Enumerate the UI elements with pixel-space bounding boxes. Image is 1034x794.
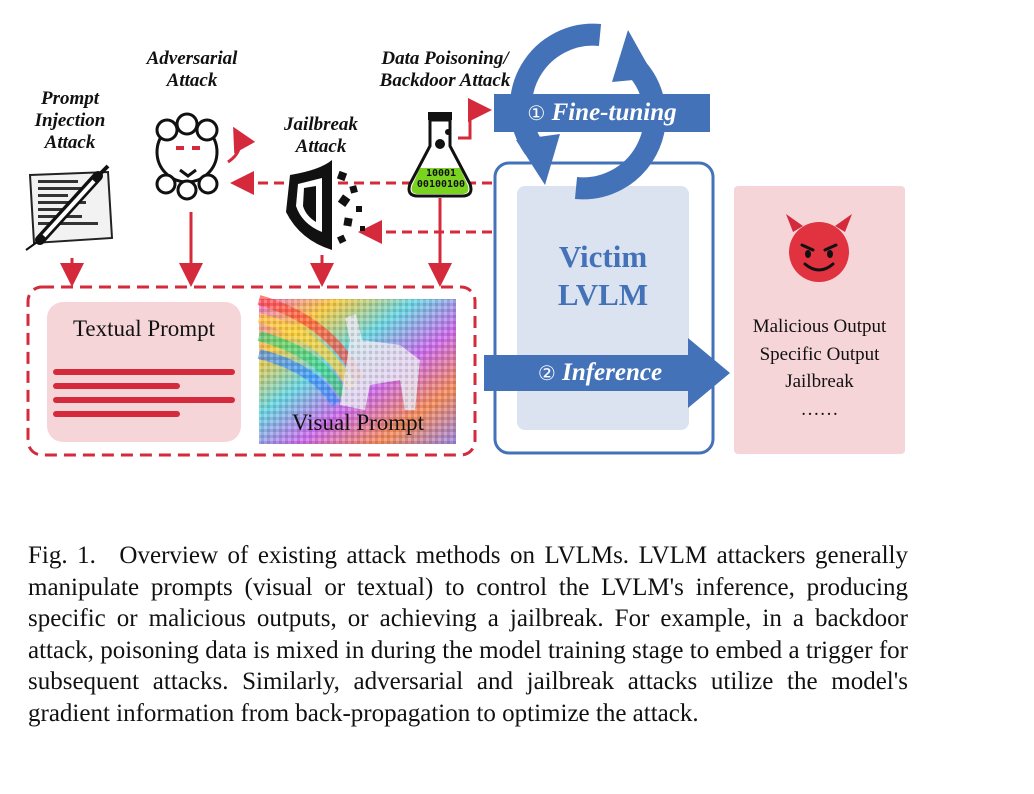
- figure-caption: Fig. 1. Overview of existing attack meth…: [28, 540, 908, 730]
- jailbreak-label: Jailbreak Attack: [284, 114, 358, 157]
- devil-face-icon: [786, 214, 852, 282]
- adversarial-sheep-icon: [155, 112, 256, 201]
- arrow-flask-to-finetuning: [458, 98, 492, 140]
- finetuning-box: [494, 94, 710, 132]
- adversarial-label: Adversarial Attack: [146, 48, 238, 91]
- finetuning-number: ①: [527, 101, 546, 125]
- inference-number: ②: [537, 361, 556, 385]
- figure: Prompt Injection Attack Adversarial Atta…: [25, 23, 905, 457]
- text-lines: [53, 369, 235, 417]
- cycle-arrows-icon: [510, 23, 666, 200]
- output-item: Specific Output: [759, 343, 880, 365]
- inference-arrow: [484, 338, 730, 408]
- output-box: [734, 186, 905, 454]
- visual-prompt-image: [257, 295, 456, 444]
- victim-lvlm-label: Victim LVLM: [557, 239, 649, 312]
- prompt-injection-label: Prompt Injection Attack: [34, 88, 106, 153]
- finetuning-text: Fine-tuning: [551, 99, 677, 126]
- prompt-group-box: [26, 285, 477, 457]
- inference-text: Inference: [562, 359, 663, 386]
- flask-bits: 10001 00100100: [416, 168, 466, 190]
- output-item: ……: [800, 398, 839, 420]
- output-item: Malicious Output: [752, 316, 887, 337]
- jailbreak-shield-icon: [286, 160, 365, 250]
- data-poisoning-label: Data Poisoning/ Backdoor Attack: [379, 48, 511, 91]
- visual-prompt-label: Visual Prompt: [291, 410, 425, 435]
- finetuning-label: ① Fine-tuning: [494, 95, 710, 131]
- caption-fig-label: Fig. 1.: [28, 542, 96, 569]
- inference-label: ② Inference: [500, 356, 700, 390]
- poison-flask-icon: [407, 112, 473, 198]
- textual-prompt-label: Textual Prompt: [72, 316, 216, 341]
- output-list: Malicious Output Specific Output Jailbre…: [734, 313, 905, 423]
- prompt-injection-icon: [25, 164, 114, 251]
- caption-text: Overview of existing attack methods on L…: [28, 542, 908, 727]
- output-item: Jailbreak: [785, 371, 854, 392]
- attack-diagram: [25, 23, 905, 457]
